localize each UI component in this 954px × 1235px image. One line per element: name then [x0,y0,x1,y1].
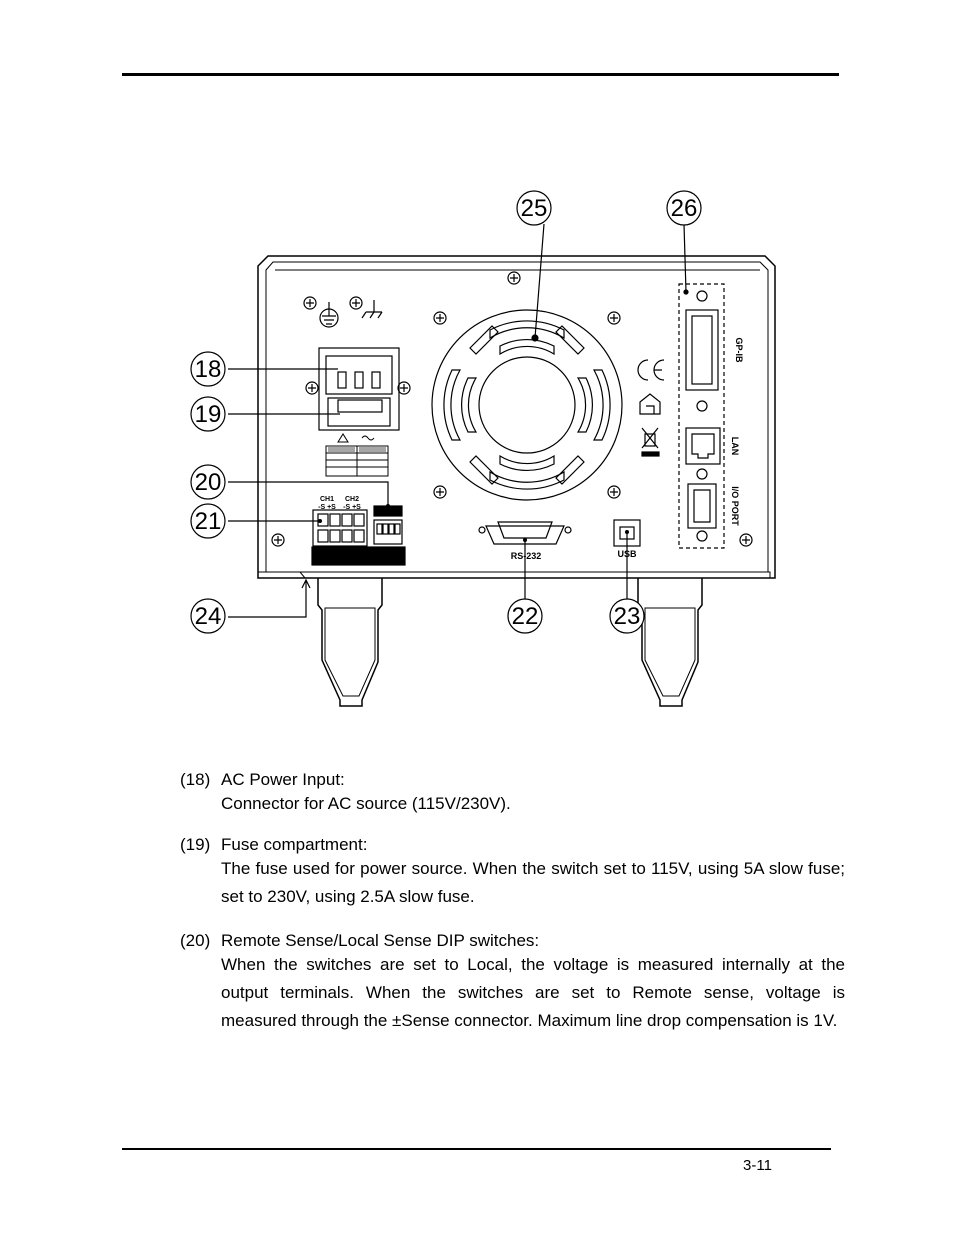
callout-20: 20 [195,469,222,496]
entry-title: AC Power Input: [221,770,345,789]
screw-icons [271,271,753,547]
entry-number: (18) [180,770,211,789]
callout-25: 25 [521,195,548,222]
callout-26: 26 [671,195,698,222]
ch1-label: CH1 [320,496,334,503]
interface-card-slot [678,283,725,549]
footer-rule [122,1148,831,1150]
rear-panel-diagram: 18 19 20 21 22 23 24 25 26 RS-232 USB CH… [190,190,776,707]
entry-description: The fuse used for power source. When the… [221,859,845,906]
dip-numbers-label: 1 2 3 4 [377,547,399,554]
callout-23: 23 [614,603,641,630]
entry-title: Remote Sense/Local Sense DIP switches: [221,931,540,950]
entry-title: Fuse compartment: [221,835,368,854]
io-port-label: I/O PORT [730,486,740,526]
ac-power-inlet [318,347,400,431]
front-feet [317,578,703,707]
rating-label [325,433,389,477]
rs232-connector [478,521,572,545]
sense-terminal-block [311,509,406,566]
callout-18: 18 [195,356,222,383]
entry-number: (20) [180,931,211,950]
callout-19: 19 [195,401,222,428]
rs232-label: RS-232 [511,551,542,561]
callout-24: 24 [195,603,222,630]
fan-grille-icon [431,309,623,501]
header-rule [122,73,839,76]
callout-circles [190,190,702,634]
dip-switch-block [373,505,403,545]
ch2-terminals-label: -S +S [343,504,361,511]
regulatory-marks-icon [637,359,665,457]
callout-21: 21 [195,508,222,535]
entry-description: When the switches are set to Local, the … [221,955,845,1030]
entry-number: (19) [180,835,211,854]
ground-icon [319,300,383,328]
gpib-label: GP-IB [734,337,744,363]
chassis [257,255,776,579]
page-number: 3-11 [743,1157,772,1174]
ch2-label: CH2 [345,496,359,503]
ch1-terminals-label: -S +S [318,504,336,511]
entry-description: Connector for AC source (115V/230V). [221,794,511,813]
callout-22: 22 [512,603,539,630]
lan-label: LAN [730,437,740,456]
callout-lines [228,223,687,618]
usb-label: USB [617,549,637,559]
